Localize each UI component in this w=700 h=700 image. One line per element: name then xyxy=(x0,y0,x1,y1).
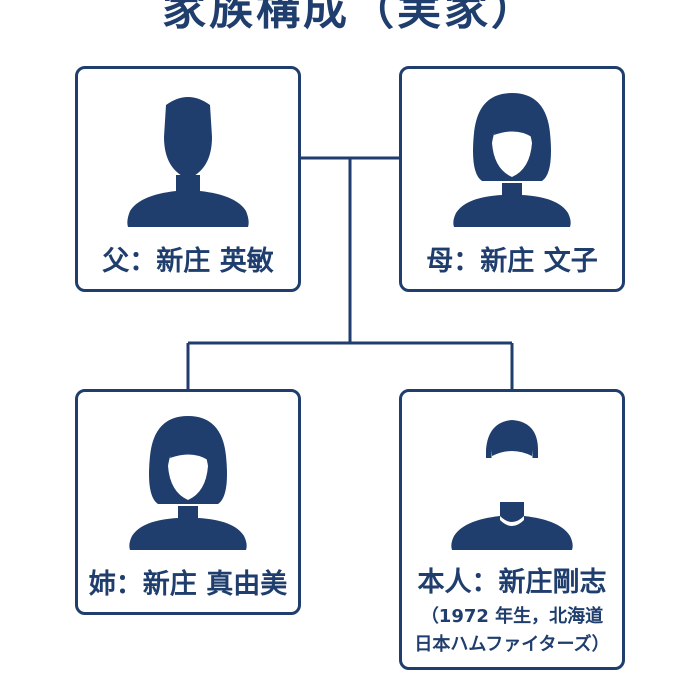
page-title: 家族構成（実家） xyxy=(162,0,538,35)
card-self: 本人：新庄剛志 （1972 年生，北海道 日本ハムファイターズ） xyxy=(399,389,625,670)
female-silhouette-icon xyxy=(453,93,571,227)
self-birth-note: （1972 年生，北海道 xyxy=(420,606,604,627)
self-name-label: 本人：新庄剛志 xyxy=(417,567,607,598)
self-team-note: 日本ハムファイターズ） xyxy=(414,634,610,655)
female-silhouette-icon xyxy=(129,416,247,550)
card-sister: 姉：新庄 真由美 xyxy=(75,389,301,615)
card-mother: 母：新庄 文子 xyxy=(399,66,625,292)
card-father: 父：新庄 英敏 xyxy=(75,66,301,292)
male-silhouette-icon xyxy=(127,97,249,227)
male-silhouette-icon xyxy=(451,420,573,550)
sister-name-label: 姉：新庄 真由美 xyxy=(88,569,288,600)
mother-name-label: 母：新庄 文子 xyxy=(426,246,598,277)
father-name-label: 父：新庄 英敏 xyxy=(102,246,274,277)
